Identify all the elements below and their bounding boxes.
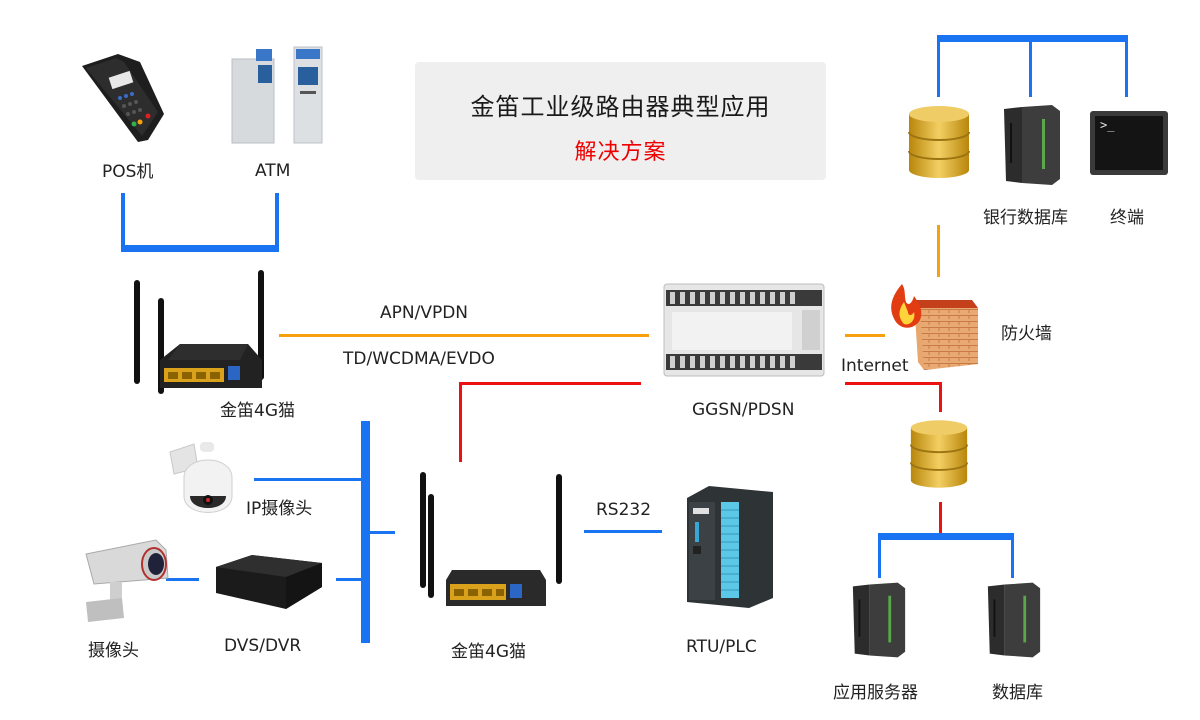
ip-camera-line [254, 478, 362, 481]
camera-icon [85, 539, 169, 622]
diagram-title: 金笛工业级路由器典型应用 [470, 93, 771, 121]
rs232-label: RS232 [596, 500, 652, 520]
rs232-line [584, 530, 662, 533]
terminal-icon: >_ [1090, 111, 1168, 175]
terminal-prompt: >_ [1095, 116, 1163, 170]
database-label: 数据库 [992, 683, 1043, 703]
pos-label: POS机 [102, 162, 154, 182]
database-drop [1011, 533, 1014, 578]
app-server-icon [852, 582, 906, 658]
internet-horizontal-right [845, 382, 942, 385]
pos-terminal-icon [82, 54, 164, 142]
internet-drop [939, 382, 942, 412]
ggsn-horizontal-left [459, 382, 641, 385]
gateway-plc-icon [663, 283, 825, 377]
ip-camera-icon [169, 442, 233, 513]
dvr-icon [216, 555, 322, 609]
bank-server-drop [1029, 35, 1032, 97]
app-server-label: 应用服务器 [833, 683, 918, 703]
camera-dvr-line [166, 578, 199, 581]
bank-database-icon [908, 106, 970, 178]
bank-db-label: 银行数据库 [983, 208, 1068, 228]
ggsn-pdsn-label: GGSN/PDSN [692, 400, 795, 420]
router-top-label: 金笛4G猫 [220, 401, 295, 421]
router-top-icon [134, 270, 264, 394]
db-to-servers-line [939, 502, 942, 534]
terminal-drop [1125, 35, 1128, 97]
router-bottom-icon [420, 472, 562, 606]
firewall-label: 防火墙 [1001, 324, 1052, 344]
bank-db-drop [937, 35, 940, 97]
database-server-icon [987, 582, 1041, 658]
firewall-icon [891, 284, 978, 370]
terminal-label: 终端 [1110, 208, 1144, 228]
server-bus [878, 533, 1014, 540]
diagram-subtitle: 解决方案 [574, 140, 667, 165]
apn-vpdn-label: APN/VPDN [380, 303, 469, 323]
router-bottom-label: 金笛4G猫 [451, 642, 526, 662]
pos-link-line [121, 193, 125, 251]
dvr-bus-line [336, 578, 362, 581]
ip-camera-label: IP摄像头 [246, 499, 313, 519]
atm-icon [231, 46, 323, 144]
ggsn-vertical-line [459, 382, 462, 462]
pos-atm-bus [121, 245, 279, 252]
internet-database-icon [909, 420, 969, 488]
firewall-bank-line [937, 225, 940, 277]
plc-firewall-line [845, 334, 885, 337]
camera-label: 摄像头 [88, 641, 139, 661]
rtu-plc-label: RTU/PLC [686, 637, 757, 657]
title-box: 金笛工业级路由器典型应用 解决方案 [415, 62, 826, 180]
apn-vpdn-line [279, 334, 649, 337]
atm-link-line [275, 193, 279, 251]
internet-label: Internet [841, 356, 909, 376]
bus-router-line [369, 531, 395, 534]
atm-label: ATM [255, 161, 291, 181]
camera-bus [361, 421, 370, 643]
app-server-drop [878, 533, 881, 578]
dvs-dvr-label: DVS/DVR [224, 636, 302, 656]
rtu-plc-icon [687, 486, 773, 608]
bank-server-icon [1004, 105, 1060, 185]
td-wcdma-evdo-label: TD/WCDMA/EVDO [343, 349, 495, 369]
bank-bus [937, 35, 1128, 42]
